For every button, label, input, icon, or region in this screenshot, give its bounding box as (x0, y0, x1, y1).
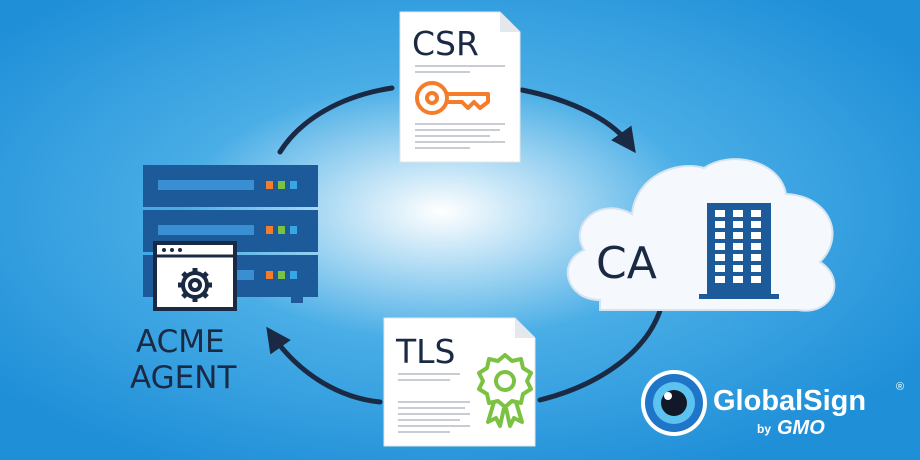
cycle-arrows (266, 85, 666, 405)
agent-label: AGENT (130, 360, 237, 396)
building-window (751, 232, 761, 239)
arrow-ca-to-tls (537, 297, 666, 403)
building-window (733, 210, 743, 217)
acme-agent: ACME AGENT (130, 165, 318, 396)
gear-icon (178, 268, 212, 302)
building-window (715, 221, 725, 228)
csr-document: CSR (399, 11, 521, 163)
building-window (733, 265, 743, 272)
logo-name: GlobalSign (713, 385, 866, 417)
tls-text-lines (398, 373, 470, 433)
ca-label: CA (596, 238, 657, 289)
certificate-badge-icon (477, 353, 533, 428)
led-blue (290, 181, 297, 189)
eye-logo-icon (641, 370, 707, 436)
building-window (733, 243, 743, 250)
app-window (153, 241, 237, 311)
building-window (715, 210, 725, 217)
building-window (715, 232, 725, 239)
logo-by: by (757, 422, 771, 436)
key-icon (415, 81, 490, 115)
csr-label: CSR (412, 24, 479, 63)
arrow-agent-to-csr (277, 85, 395, 155)
building-window (715, 243, 725, 250)
csr-text-lines (415, 65, 505, 149)
building-icon (699, 203, 779, 299)
building-window (733, 221, 743, 228)
building-window (751, 221, 761, 228)
building-window (715, 276, 725, 283)
led-orange (266, 181, 273, 189)
building-window (751, 243, 761, 250)
tls-document: TLS (383, 317, 536, 447)
acme-label: ACME (136, 324, 225, 360)
led-green (278, 181, 285, 189)
csr-paper-fold (500, 12, 520, 32)
building-window (751, 265, 761, 272)
building-window (733, 276, 743, 283)
building-window (715, 254, 725, 261)
building-window (733, 232, 743, 239)
logo-registered: ® (896, 381, 904, 393)
tls-label: TLS (395, 332, 456, 371)
building-window (715, 265, 725, 272)
logo-gmo: GMO (777, 417, 825, 439)
tls-paper-fold (515, 318, 535, 338)
ca-cloud: CA (566, 158, 836, 312)
arrow-tls-to-agent (266, 326, 383, 405)
arrow-csr-to-ca (519, 87, 636, 154)
building-window (751, 276, 761, 283)
building-window (751, 210, 761, 217)
building-window (733, 254, 743, 261)
globalsign-logo: GlobalSign ® by GMO (641, 370, 904, 439)
building-window (751, 254, 761, 261)
